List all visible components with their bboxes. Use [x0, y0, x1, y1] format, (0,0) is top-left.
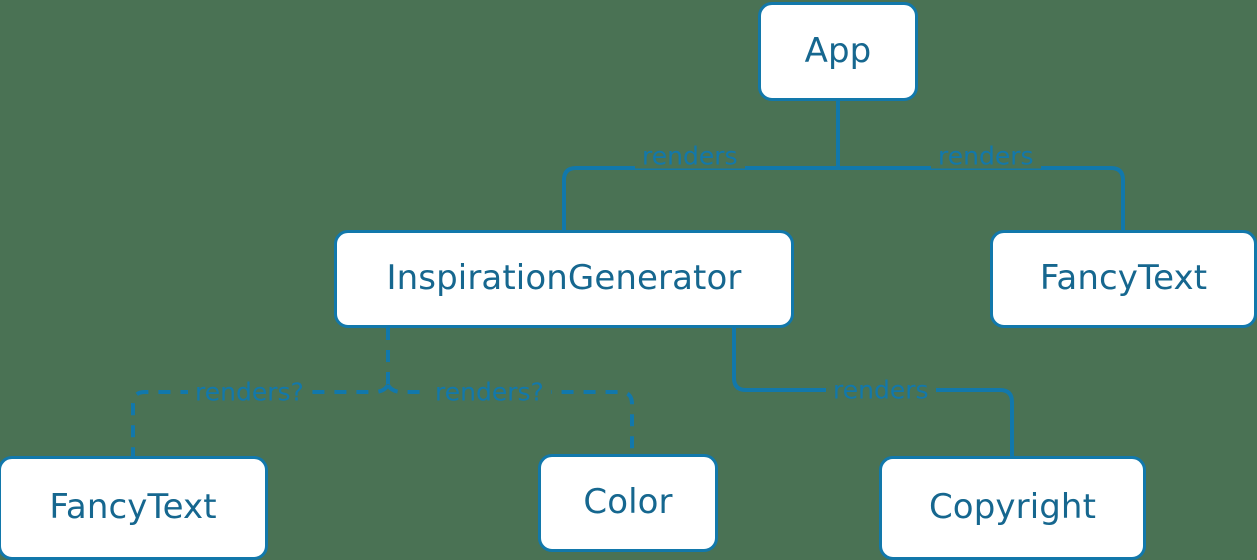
node-copyright[interactable]: Copyright — [879, 456, 1146, 560]
edge-label-inspiration-generator-to-color: renders? — [428, 379, 551, 405]
edge-inspiration-generator-to-color — [386, 383, 634, 454]
node-copyright-label: Copyright — [928, 487, 1097, 527]
node-fancytext-right[interactable]: FancyText — [990, 230, 1257, 328]
node-color[interactable]: Color — [538, 454, 718, 552]
node-inspiration-generator-label: InspirationGenerator — [386, 258, 742, 298]
node-color-label: Color — [583, 482, 673, 522]
edge-label-app-to-fancytext-right: renders — [931, 143, 1041, 169]
node-inspiration-generator[interactable]: InspirationGenerator — [334, 230, 794, 328]
edge-label-inspiration-generator-to-fancytext-bottom: renders? — [188, 379, 311, 405]
edge-inspiration-generator-to-fancytext-bottom — [131, 383, 390, 456]
edge-label-inspiration-generator-to-copyright: renders — [826, 377, 936, 403]
edge-app-to-fancytext-right — [838, 166, 1125, 230]
node-fancytext-bottom[interactable]: FancyText — [0, 456, 268, 560]
node-fancytext-bottom-label: FancyText — [49, 487, 217, 527]
edge-label-app-to-inspiration-generator: renders — [635, 143, 745, 169]
node-app-label: App — [804, 30, 872, 71]
edge-app-to-inspiration-generator — [562, 166, 838, 230]
node-app[interactable]: App — [758, 2, 918, 101]
node-fancytext-right-label: FancyText — [1039, 258, 1208, 298]
